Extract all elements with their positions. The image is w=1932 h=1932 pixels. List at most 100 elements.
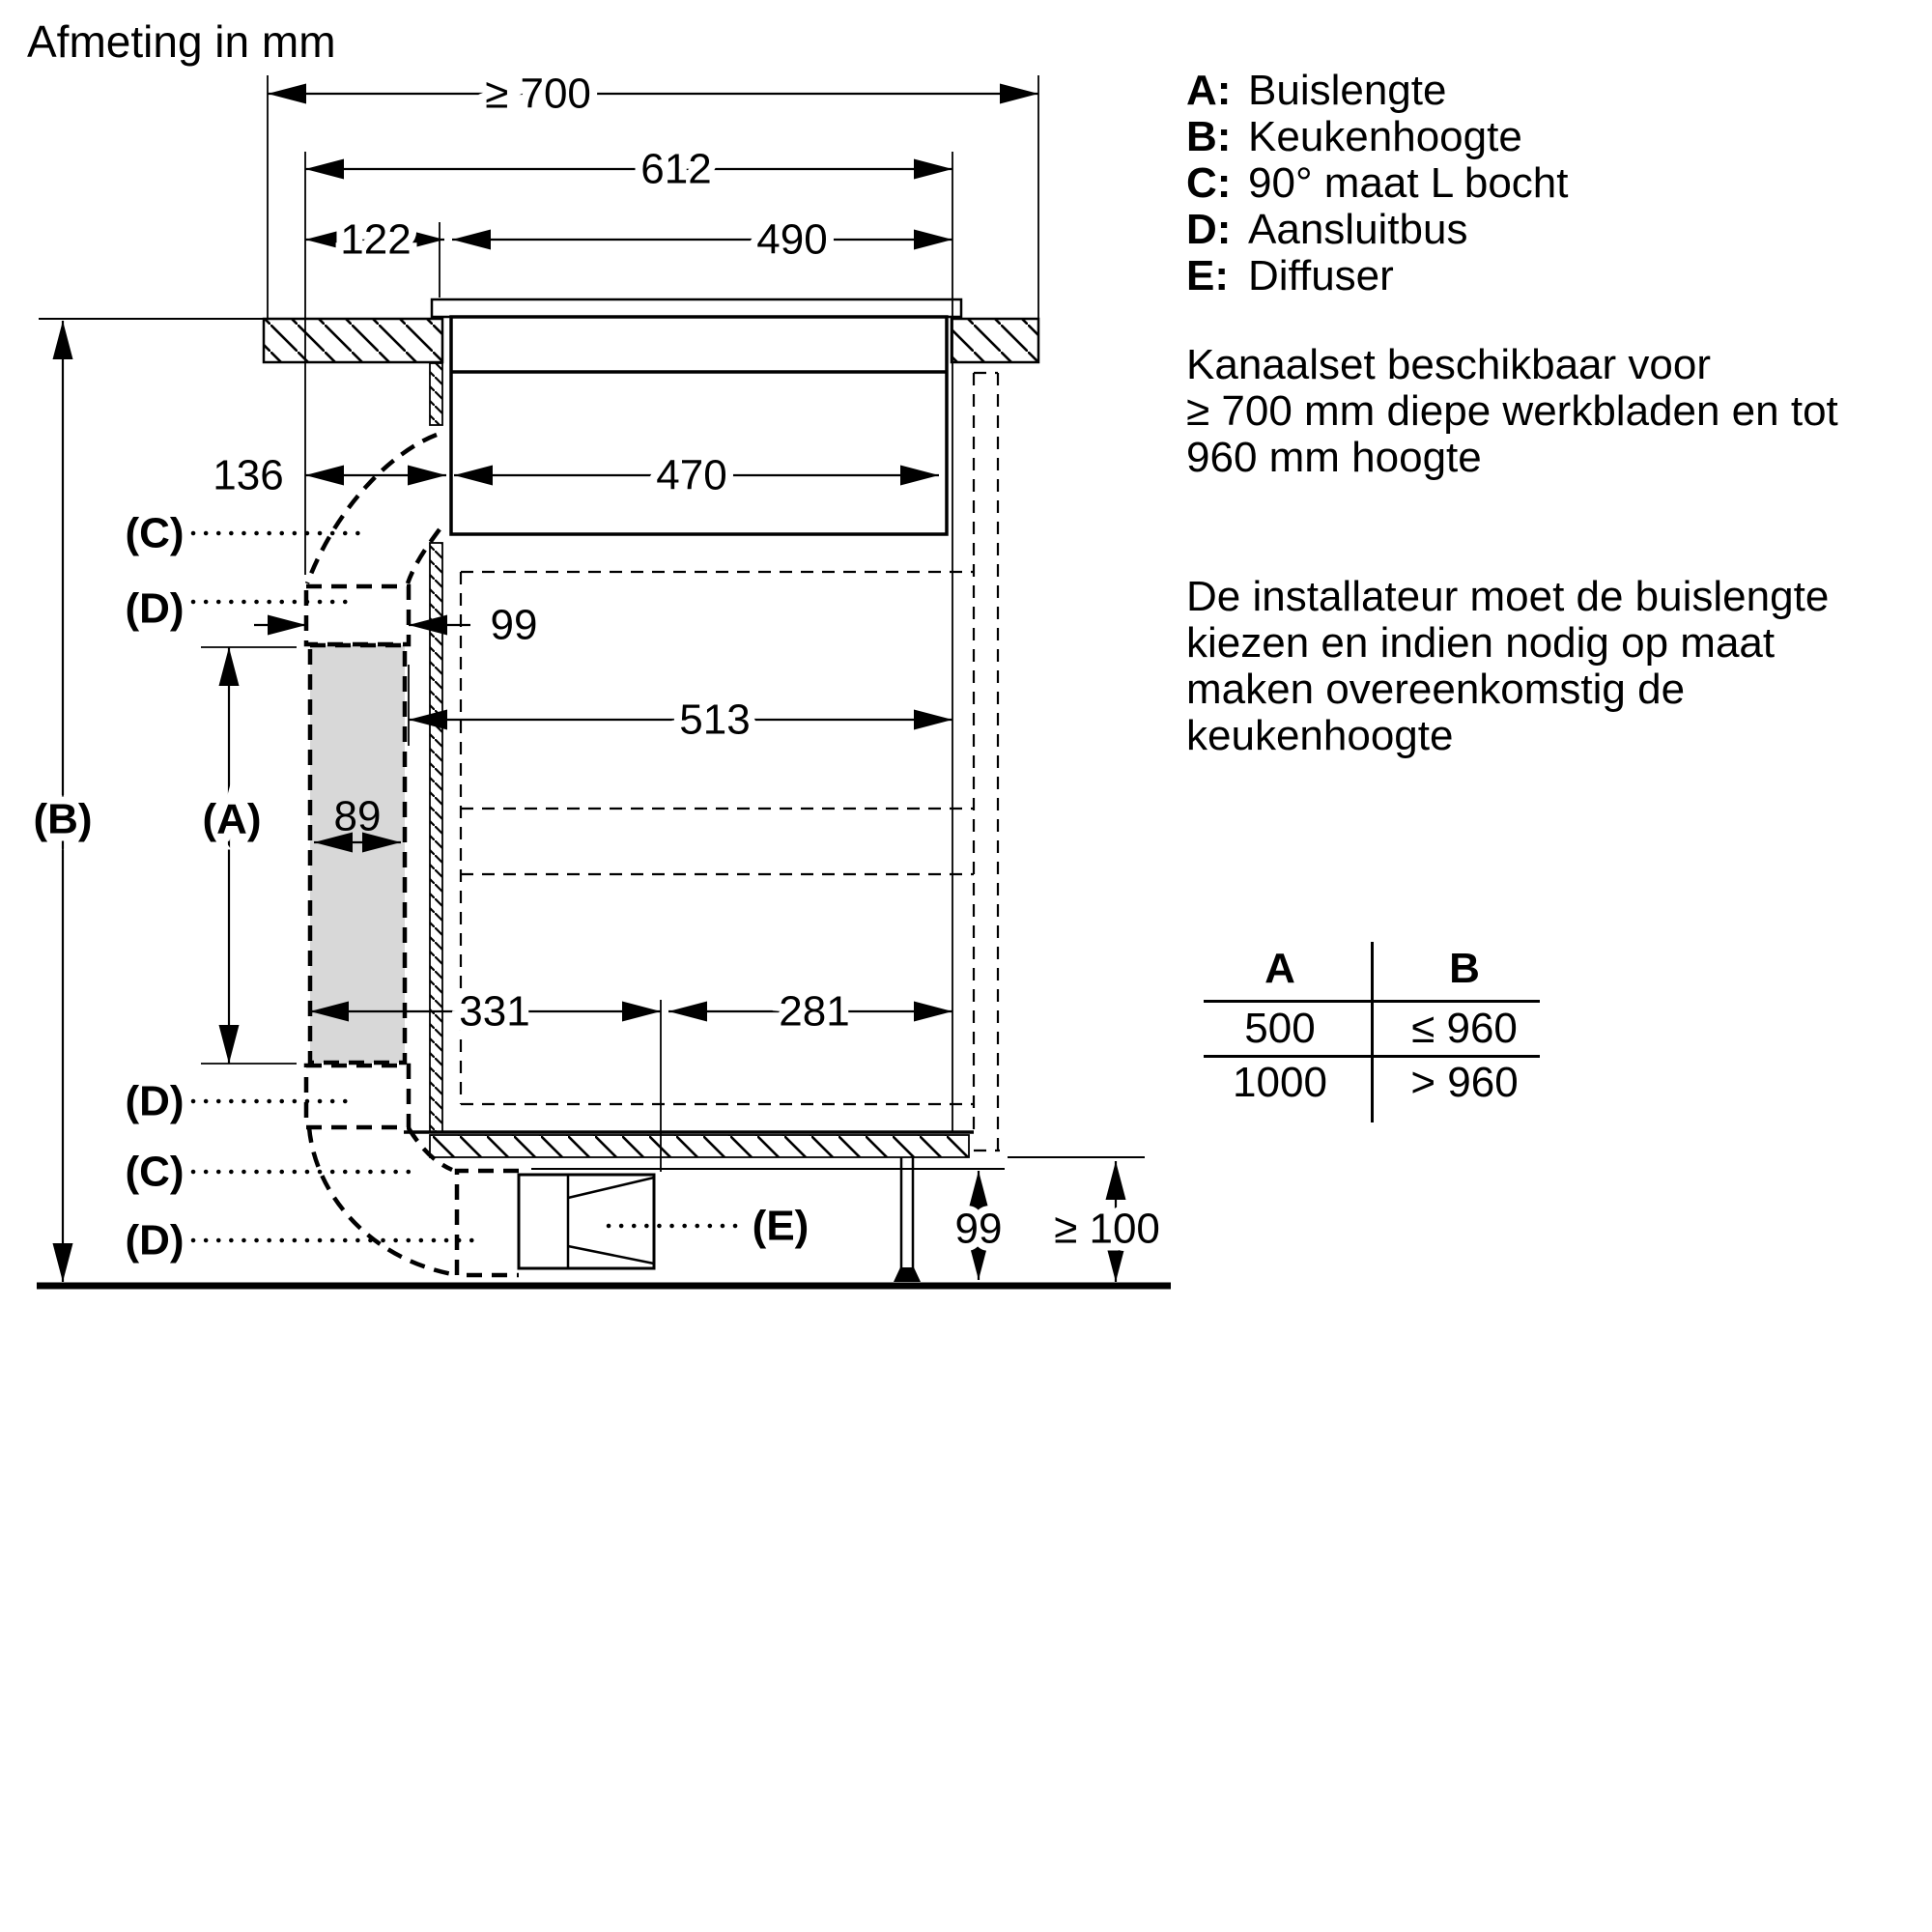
dim-arrowhead (362, 832, 401, 853)
legend-item-e: E:Diffuser (1186, 253, 1394, 299)
label-C-top: (C) (125, 510, 184, 557)
legend-item-c: C: 90° maat L bocht (1186, 160, 1569, 207)
dim-99b-label: 99 (955, 1206, 1003, 1253)
legend-key-b: B: (1186, 113, 1232, 160)
connector-box-mid (303, 1063, 412, 1130)
dim-arrowhead (52, 321, 73, 359)
dim-331-label: 331 (459, 988, 529, 1036)
dim-arrowhead (914, 709, 952, 730)
dim-arrowhead (268, 614, 306, 636)
dim-arrowhead (914, 158, 952, 180)
hob-body (449, 315, 949, 536)
bend-inner-top (405, 527, 441, 584)
dim-arrowhead (900, 465, 939, 486)
dim-arrowhead (1105, 1243, 1126, 1282)
dim-arrowhead (268, 83, 306, 104)
legend-key-a: A: (1186, 67, 1232, 114)
label-D-mid: (D) (125, 1078, 184, 1125)
worktop-left (262, 317, 444, 364)
table-horizontal-line-2 (1204, 1055, 1540, 1058)
dim-612-label: 612 (640, 146, 711, 193)
leg-foot (894, 1267, 921, 1282)
legend-text-a: Buislengte (1248, 67, 1447, 114)
label-C-bottom: (C) (125, 1149, 184, 1196)
legend-key-c: C: (1186, 159, 1232, 207)
dim-513-label: 513 (679, 696, 750, 744)
connector-box-top (303, 583, 412, 647)
table-cell-r2a: 1000 (1233, 1059, 1327, 1106)
dim-89-label: 89 (334, 793, 382, 840)
dim-arrowhead (1000, 83, 1038, 104)
table-header-b: B (1449, 945, 1480, 992)
dim-99-label: 99 (491, 602, 538, 649)
label-D-top: (D) (125, 585, 184, 633)
dim-arrowhead (305, 229, 344, 250)
dim-arrowhead (406, 229, 444, 250)
note2-line1: De installateur moet de buislengte (1186, 573, 1830, 620)
dim-arrowhead (452, 229, 491, 250)
legend-key-d: D: (1186, 206, 1232, 253)
legend-item-a: A: Buislengte (1186, 68, 1446, 114)
dim-arrowhead (218, 647, 240, 686)
note1-line1: Kanaalset beschikbaar voor (1186, 341, 1711, 388)
cabinet-bottom-panel (429, 1134, 970, 1158)
dim-arrowhead (218, 1025, 240, 1064)
note1-line2: ≥ 700 mm diepe werkbladen en tot (1186, 387, 1838, 435)
diffuser-cone-bottom (567, 1244, 655, 1265)
hob-top-plate (430, 298, 963, 319)
bend-inner-bottom (407, 1126, 453, 1173)
dim-122-label: 122 (340, 216, 411, 264)
note-installer: De installateur moet de buislengte kieze… (1186, 574, 1829, 759)
dim-arrowhead (968, 1241, 989, 1280)
dim-arrowhead (668, 1001, 707, 1022)
dim-700-label: ≥ 700 (485, 71, 591, 118)
legend-text-c: 90° maat L bocht (1248, 159, 1569, 207)
dim-arrowhead (968, 1171, 989, 1209)
table-cell-r1b: ≤ 960 (1411, 1005, 1518, 1052)
connector-sleeve-bottom (454, 1168, 519, 1278)
dim-arrowhead (409, 614, 447, 636)
label-B: (B) (33, 796, 92, 843)
table-horizontal-line-1 (1204, 1000, 1540, 1003)
dim-arrowhead (305, 465, 344, 486)
dim-arrowhead (454, 465, 493, 486)
dim-281-label: 281 (779, 988, 849, 1036)
worktop-right (950, 317, 1040, 364)
diffuser-box (517, 1173, 656, 1270)
dim-arrowhead (305, 158, 344, 180)
note-channel-set: Kanaalset beschikbaar voor ≥ 700 mm diep… (1186, 342, 1838, 481)
dim-arrowhead (914, 1001, 952, 1022)
legend-key-e: E: (1186, 252, 1229, 299)
table-header-a: A (1264, 945, 1295, 992)
note2-line4: keukenhoogte (1186, 712, 1454, 759)
bend-outer-bottom (306, 1126, 453, 1277)
legend-text-b: Keukenhoogte (1248, 113, 1522, 160)
pipe-shaded (307, 642, 408, 1065)
dim-490-label: 490 (756, 216, 827, 264)
legend-text-d: Aansluitbus (1248, 206, 1468, 253)
dim-arrowhead (408, 465, 446, 486)
dim-arrowhead (314, 832, 353, 853)
dim-100-label: ≥ 100 (1054, 1206, 1160, 1253)
label-E: (E) (753, 1203, 810, 1250)
note1-line3: 960 mm hoogte (1186, 434, 1482, 481)
dim-arrowhead (914, 229, 952, 250)
label-D-bottom: (D) (125, 1217, 184, 1264)
note2-line2: kiezen en indien nodig op maat (1186, 619, 1776, 667)
dim-arrowhead (1105, 1161, 1126, 1200)
dim-arrowhead (310, 1001, 349, 1022)
legend-item-d: D: Aansluitbus (1186, 207, 1467, 253)
dim-arrowhead (622, 1001, 661, 1022)
table-cell-r1a: 500 (1244, 1005, 1316, 1052)
diffuser-cone-top (567, 1176, 655, 1200)
dim-arrowhead (409, 709, 447, 730)
dim-470-label: 470 (656, 452, 726, 499)
label-A: (A) (202, 796, 261, 843)
note2-line3: maken overeenkomstig de (1186, 666, 1686, 713)
bend-outer-top (304, 432, 438, 584)
legend-item-b: B: Keukenhoogte (1186, 114, 1522, 160)
table-vertical-divider (1371, 942, 1374, 1122)
page-title: Afmeting in mm (27, 16, 336, 67)
dim-136-label: 136 (213, 452, 283, 499)
